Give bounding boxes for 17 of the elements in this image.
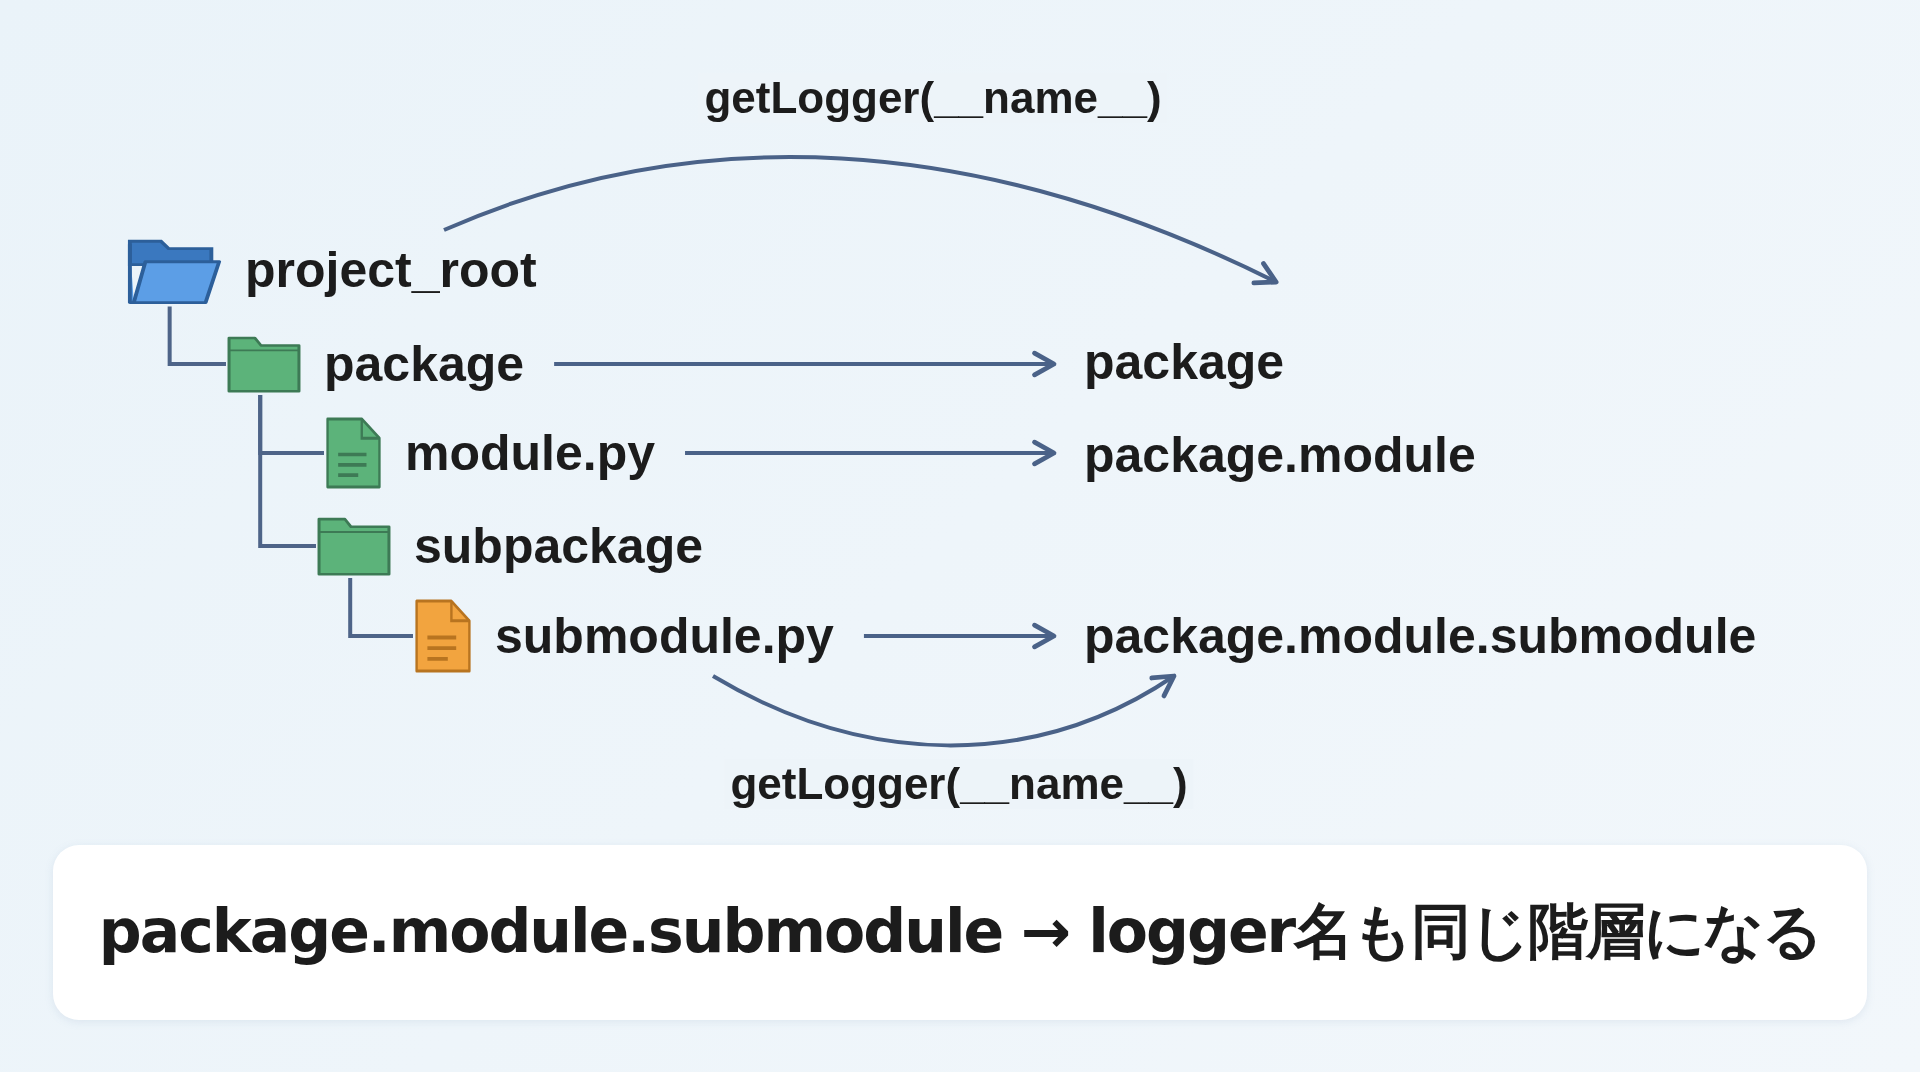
- tree-line: [348, 578, 413, 638]
- arrow: [685, 439, 1057, 467]
- tree-item-label: module.py: [405, 424, 656, 482]
- curved-arrow: [443, 155, 1279, 286]
- logger-name: package: [1084, 333, 1285, 391]
- logger-name: package.module.submodule: [1084, 607, 1757, 665]
- tree-item-label: project_root: [245, 241, 537, 299]
- arrow: [863, 622, 1057, 650]
- tree-item-label: subpackage: [414, 517, 703, 575]
- tree-item-label: package: [324, 335, 525, 393]
- logger-name: package.module: [1084, 426, 1476, 484]
- tree-line: [258, 395, 316, 548]
- curved-arrow: [712, 673, 1177, 748]
- tree-item-label: submodule.py: [495, 607, 834, 665]
- arrow: [554, 350, 1057, 378]
- tree-line: [167, 306, 226, 366]
- summary-banner: package.module.submodule → logger名も同じ階層になる: [53, 845, 1867, 1020]
